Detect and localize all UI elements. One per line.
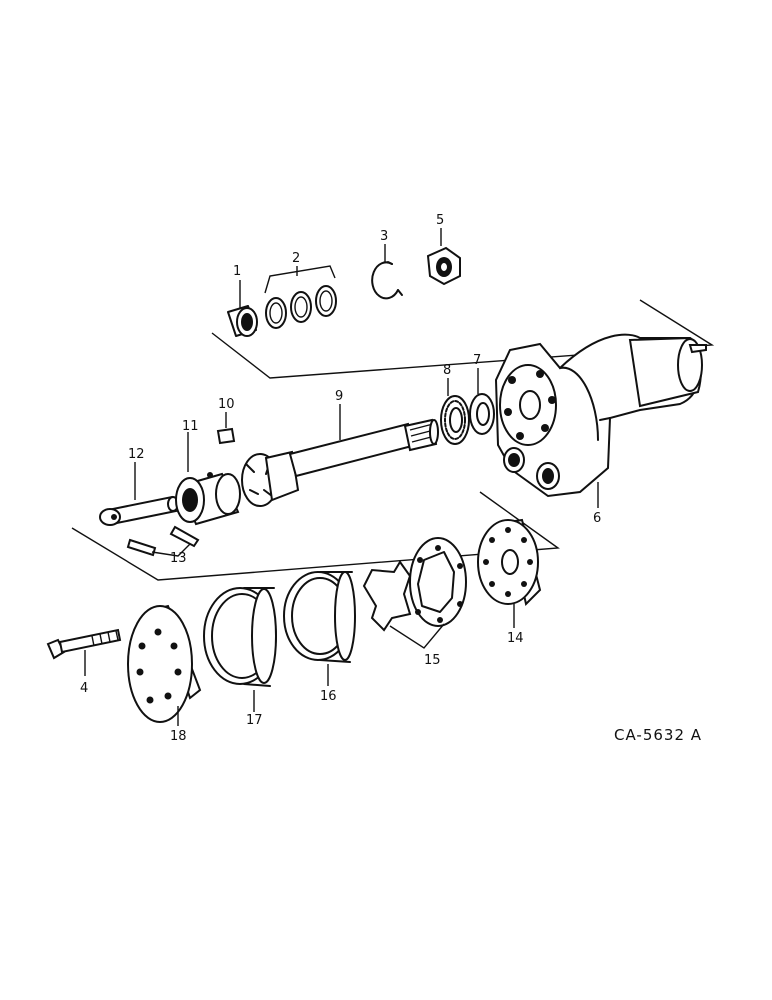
callout-13: 13	[170, 551, 187, 566]
part-6-housing	[494, 333, 707, 508]
part-18-end-cap	[127, 604, 202, 726]
callout-7: 7	[473, 353, 481, 368]
part-2-seal-rings	[264, 265, 337, 329]
part-8-thrust-bearing	[440, 378, 470, 445]
callout-9: 9	[335, 389, 343, 404]
callout-18: 18	[170, 729, 187, 744]
callout-17: 17	[246, 713, 263, 728]
callout-8: 8	[443, 363, 451, 378]
callout-labels: 1 2 3 4 5 6 7 8 9 10 11 12 13 14 15 16 1…	[80, 213, 601, 744]
part-10-pin	[216, 412, 236, 445]
callout-3: 3	[380, 229, 388, 244]
part-12-drive-pin	[99, 462, 179, 526]
part-1-bearing	[227, 280, 258, 337]
part-7-washer	[469, 368, 495, 435]
part-15-gerotor-set	[362, 537, 467, 649]
callout-5: 5	[436, 213, 444, 228]
callout-11: 11	[182, 419, 199, 434]
callout-12: 12	[128, 447, 145, 462]
part-16-ring	[283, 571, 356, 686]
drawing-code: CA-5632 A	[614, 726, 702, 744]
callout-2: 2	[292, 251, 300, 266]
callout-6: 6	[593, 511, 601, 526]
callout-15: 15	[424, 653, 441, 668]
callout-16: 16	[320, 689, 337, 704]
part-11-coupling	[175, 432, 241, 526]
part-9-drive-shaft	[241, 404, 439, 507]
callout-10: 10	[218, 397, 235, 412]
seal-kit-panel	[211, 299, 715, 379]
part-14-port-plate	[477, 518, 542, 628]
part-17-ring	[203, 587, 277, 712]
part-13-roll-pins	[126, 525, 200, 557]
part-4-cap-screw	[46, 628, 122, 676]
callout-1: 1	[233, 264, 241, 279]
callout-14: 14	[507, 631, 524, 646]
part-3-snap-ring	[371, 244, 403, 300]
callout-4: 4	[80, 681, 88, 696]
part-5-hex-nut	[426, 228, 461, 286]
